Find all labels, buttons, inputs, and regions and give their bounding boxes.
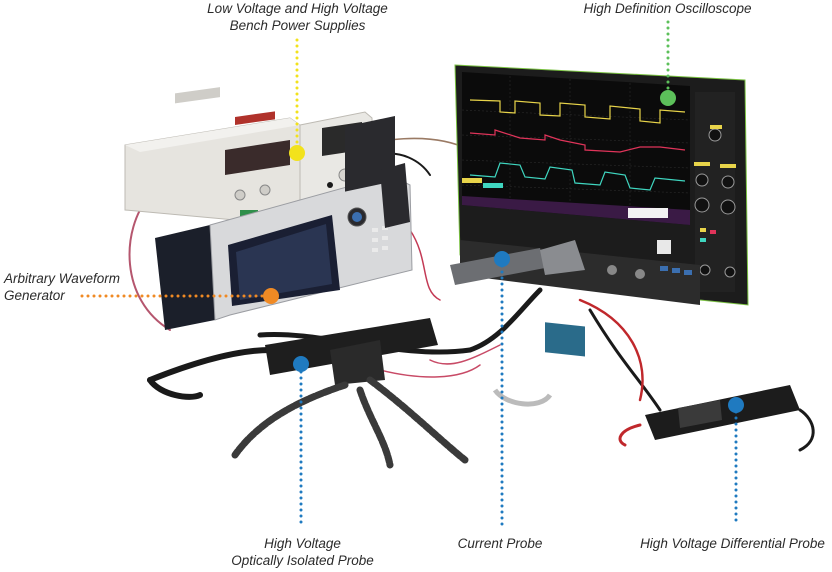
callout-current-probe-line [494,251,510,527]
current-probe-body [450,240,585,407]
differential-probe-body [645,385,800,440]
oscilloscope-label: High Definition Oscilloscope [565,0,770,17]
current-probe-label-line1: Current Probe [457,536,543,551]
differential-probe-label: High Voltage Differential Probe [630,535,832,552]
awg-label: Arbitrary Waveform Generator [4,270,120,304]
awg-marker-dot [263,288,279,304]
power-supplies-label-line2: Bench Power Supplies [229,18,366,33]
differential-probe-label-line1: High Voltage Differential Probe [640,536,825,551]
bench-power-supply-large [124,87,301,221]
optically-isolated-probe-marker-dot [293,356,309,372]
callout-optically-isolated-probe-line [293,356,309,527]
callout-differential-probe-line [728,397,744,527]
current-probe-label: Current Probe [440,535,560,552]
optically-isolated-probe-body [231,318,469,469]
optically-isolated-probe-label-line2: Optically Isolated Probe [231,553,374,568]
power-supplies-marker-dot [289,145,305,161]
optically-isolated-probe-label-line1: High Voltage [264,536,341,551]
callout-awg-line [80,288,279,304]
oscilloscope-marker-dot [660,90,676,106]
current-probe-marker-dot [494,251,510,267]
power-supplies-label-line1: Low Voltage and High Voltage [207,1,388,16]
oscilloscope-label-line1: High Definition Oscilloscope [583,1,752,16]
awg-label-line1: Arbitrary Waveform [4,271,121,286]
awg-label-line2: Generator [4,288,65,303]
arbitrary-waveform-generator [155,116,413,330]
differential-probe-marker-dot [728,397,744,413]
optically-isolated-probe-label: High Voltage Optically Isolated Probe [220,535,385,569]
callout-oscilloscope-line [660,20,676,106]
callout-power-supplies-line [289,38,305,161]
power-supplies-label: Low Voltage and High Voltage Bench Power… [190,0,405,34]
